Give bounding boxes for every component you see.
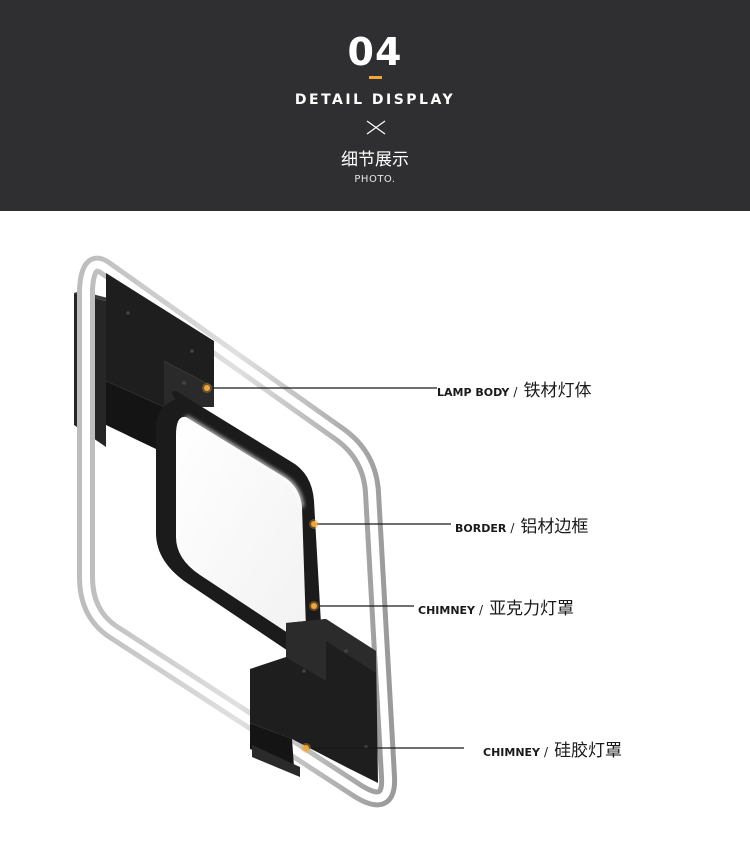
- callout-lamp-body: LAMP BODY/ 铁材灯体: [437, 376, 591, 401]
- lamp-body-top: [106, 273, 214, 449]
- outer-frame: [77, 255, 398, 808]
- inner-border: [156, 391, 322, 661]
- callout-border-marker: [309, 519, 451, 529]
- section-number: 04: [347, 30, 403, 74]
- lamp-product-photo: [74, 255, 464, 808]
- cross-icon: [366, 120, 386, 135]
- callout-separator: /: [544, 745, 549, 759]
- callout-silicone-shade: CHIMNEY/ 硅胶灯罩: [483, 736, 622, 761]
- callout-border: BORDER/ 铝材边框: [455, 512, 588, 537]
- callout-lamp-body-marker: [202, 383, 437, 393]
- callout-label-en: BORDER: [455, 522, 507, 535]
- callout-label-cn: 铁材灯体: [523, 381, 592, 401]
- callout-acrylic-shade: CHIMNEY/ 亚克力灯罩: [418, 594, 574, 619]
- lamp-body-bottom: [250, 619, 378, 783]
- callout-label-en: LAMP BODY: [437, 386, 510, 399]
- callout-separator: /: [510, 521, 515, 535]
- callout-label-en: CHIMNEY: [483, 746, 541, 759]
- callout-separator: /: [479, 603, 484, 617]
- callout-label-en: CHIMNEY: [418, 604, 476, 617]
- section-subtitle: PHOTO.: [354, 174, 396, 185]
- section-title-en: DETAIL DISPLAY: [294, 92, 456, 108]
- section-title-cn: 细节展示: [341, 150, 409, 170]
- callout-label-cn: 铝材边框: [520, 517, 589, 537]
- callout-separator: /: [513, 385, 518, 399]
- callout-label-cn: 亚克力灯罩: [489, 599, 575, 619]
- callout-silicone-marker: [301, 743, 464, 753]
- accent-bar: [369, 76, 382, 79]
- callout-label-cn: 硅胶灯罩: [554, 741, 623, 761]
- header-banner: 04 DETAIL DISPLAY 细节展示 PHOTO.: [0, 0, 750, 211]
- callout-acrylic-marker: [309, 601, 414, 611]
